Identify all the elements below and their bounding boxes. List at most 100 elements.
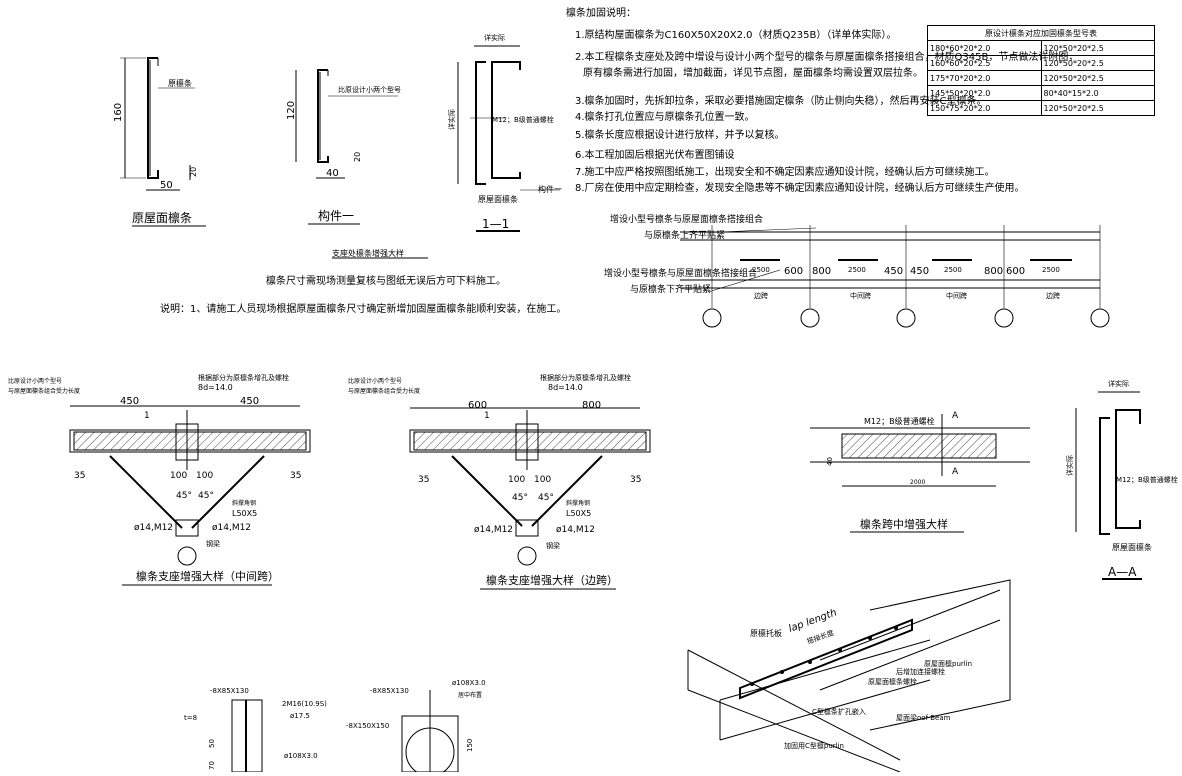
note-1: 1.原结构屋面檩条为C160X50X20X2.0（材质Q235B）（详单体实际）… bbox=[575, 30, 897, 41]
note-2: 2.本工程檩条支座处及跨中增设与设计小两个型号的檩条与原屋面檩条搭接组合，材质Q… bbox=[575, 52, 1079, 63]
elev-columns bbox=[711, 225, 1101, 308]
b-pipe: ø108X3.0 bbox=[284, 752, 318, 760]
b-d70: 70 bbox=[208, 761, 216, 770]
dm-bolt-r: ø14,M12 bbox=[212, 523, 251, 533]
cell: 175*70*20*2.0 bbox=[927, 70, 1042, 86]
orig-dim-w: 50 bbox=[160, 180, 173, 191]
section-original-purlin: 原檩条 160 50 20 原屋面檩条 bbox=[113, 57, 206, 227]
de-note-2: 与原屋面檩条组合受力长度 bbox=[348, 387, 420, 395]
aa-title: A—A bbox=[1108, 565, 1137, 579]
elev-span-2: 中间跨 bbox=[946, 291, 967, 300]
elev-span-0: 边跨 bbox=[754, 291, 768, 300]
elev-dim-9: 2500 bbox=[1042, 266, 1060, 274]
de-note-1: 比原设计小两个型号 bbox=[348, 377, 402, 385]
dm-title: 檩条支座增强大样（中间跨） bbox=[136, 569, 279, 583]
member1-dim-h: 120 bbox=[286, 101, 297, 120]
b-bolts: 2M16(10.9S) bbox=[282, 700, 327, 708]
mid-caption: 支座处檩条增强大样 bbox=[332, 248, 404, 258]
b-pl1: -8X85X130 bbox=[210, 687, 249, 695]
orig-dim-h: 160 bbox=[113, 103, 124, 122]
orig-dim-lip: 20 bbox=[189, 167, 198, 177]
b-hole: ø17.5 bbox=[290, 712, 310, 720]
dm-beam: 钢梁 bbox=[206, 539, 220, 548]
ds-title: 檩条跨中增强大样 bbox=[860, 517, 948, 531]
ds-cut-bottom: A bbox=[952, 467, 959, 477]
note-3: 3.檩条加固时，先拆卸拉条，采取必要措施固定檩条（防止侧向失稳），然后再安装C型… bbox=[575, 96, 987, 107]
elev-span-1: 中间跨 bbox=[850, 291, 871, 300]
de-dim-r: 800 bbox=[582, 400, 601, 411]
ds-cut-top: A bbox=[952, 411, 959, 421]
dm-angle-l: 45° bbox=[176, 491, 192, 501]
s11-member: 构件一 bbox=[538, 184, 562, 194]
de-d100-l: 100 bbox=[508, 475, 525, 485]
member1-dim-lip: 20 bbox=[353, 152, 362, 162]
de-d35-l: 35 bbox=[418, 475, 429, 485]
dm-note-1: 比原设计小两个型号 bbox=[8, 377, 62, 385]
aa-top: 详实际 bbox=[1108, 379, 1129, 388]
de-sec: 1 bbox=[484, 411, 490, 421]
instruction-2: 说明：1、请施工人员现场根据原屋面檩条尺寸确定新增加固屋面檩条能顺利安装，在施工… bbox=[160, 304, 567, 315]
de-angle-l: 45° bbox=[512, 493, 528, 503]
de-d-note: 8d=14.0 bbox=[548, 383, 583, 392]
b-pl3: -8X150X150 bbox=[346, 722, 389, 730]
elev-dim-0: 2500 bbox=[752, 266, 770, 274]
elev-dim-7: 800 bbox=[984, 266, 1003, 277]
elev-dim-8: 600 bbox=[1006, 266, 1025, 277]
iso-cpurlin: C型檩条扩孔嵌入 bbox=[812, 707, 866, 716]
elev-dim-5: 450 bbox=[910, 266, 929, 277]
member1-title: 构件一 bbox=[318, 208, 354, 223]
iso-added-bolt: 后增加连接螺栓 bbox=[896, 667, 945, 676]
bottom-details: -8X85X130 2M16(10.9S) ø17.5 t=8 ø108X3.0… bbox=[184, 679, 486, 776]
elev-lower-2: 与原檩条下齐平贴紧 bbox=[630, 283, 711, 295]
cell: 150*75*20*2.0 bbox=[927, 100, 1042, 116]
grid-bubble-5 bbox=[1090, 308, 1110, 328]
b-d50: 50 bbox=[208, 739, 216, 748]
aa-orig: 原屋面檩条 bbox=[1112, 542, 1152, 552]
aa-bolt: M12；B级普通螺栓 bbox=[1116, 475, 1178, 484]
elev-dim-2: 800 bbox=[812, 266, 831, 277]
isometric-connection: lap length 搭接长度 原檩托板 原屋面檩purlin 后增加连接螺栓 … bbox=[687, 579, 1011, 773]
s11-bolt: M12；B级普通螺栓 bbox=[492, 115, 554, 124]
ds-hatched-plate bbox=[841, 433, 997, 459]
s11-side: 详实际 bbox=[447, 109, 456, 130]
b-d150: 150 bbox=[466, 739, 474, 752]
de-angle-r: 45° bbox=[538, 493, 554, 503]
de-bolt-l: ø14,M12 bbox=[474, 525, 513, 535]
elev-dim-4: 450 bbox=[884, 266, 903, 277]
b-t8: t=8 bbox=[184, 714, 197, 722]
iso-roof-beam: 屋面梁oof Beam bbox=[896, 713, 951, 722]
de-top-note: 根据部分为原檩条增孔及螺栓 bbox=[540, 373, 631, 382]
note-7: 7.施工中应严格按照图纸施工，出现安全和不确定因素应通知设计院，经确认后方可继续… bbox=[575, 167, 995, 178]
instruction-1: 檩条尺寸需现场测量复核与图纸无误后方可下料施工。 bbox=[266, 276, 506, 287]
note-6: 6.本工程加固后根据光伏布置图铺设 bbox=[575, 150, 735, 161]
de-d100-r: 100 bbox=[534, 475, 551, 485]
grid-bubble-1 bbox=[702, 308, 722, 328]
b-pl2: -8X85X130 bbox=[370, 687, 409, 695]
dm-angle-r: 45° bbox=[198, 491, 214, 501]
cell: 120*50*20*2.5 bbox=[1040, 55, 1155, 71]
elev-span-3: 边跨 bbox=[1046, 291, 1060, 300]
b-pipe2-note: 居中布置 bbox=[458, 691, 482, 699]
dm-sec: 1 bbox=[144, 411, 150, 421]
member1-label: 比原设计小两个型号 bbox=[338, 85, 401, 94]
ds-dim: 2000 bbox=[910, 479, 925, 486]
cell: 120*50*20*2.5 bbox=[1040, 40, 1155, 56]
dm-note-2: 与原屋面檩条组合受力长度 bbox=[8, 387, 80, 395]
note-2b: 原有檩条需进行加固，增加截面，详见节点图，屋面檩条均需设置双层拉条。 bbox=[583, 68, 923, 79]
elev-dim-3: 2500 bbox=[848, 266, 866, 274]
dm-angle-size: L50X5 bbox=[232, 509, 257, 518]
spec-table-header: 原设计檩条对应加固檩条型号表 bbox=[927, 25, 1155, 41]
orig-purlin-label: 原檩条 bbox=[168, 78, 192, 88]
ds-d40: 40 bbox=[826, 457, 834, 466]
detail-midspan: M12；B级普通螺栓 A A 40 2000 檩条跨中增强大样 bbox=[810, 411, 1030, 533]
elev-dim-6: 2500 bbox=[944, 266, 962, 274]
de-d35-r: 35 bbox=[630, 475, 641, 485]
de-dim-l: 600 bbox=[468, 400, 487, 411]
de-hatched-purlin bbox=[413, 431, 647, 451]
section-1-1: 详实际 详实际 M12；B级普通螺栓 原屋面檩条 构件一 1—1 bbox=[447, 33, 562, 232]
